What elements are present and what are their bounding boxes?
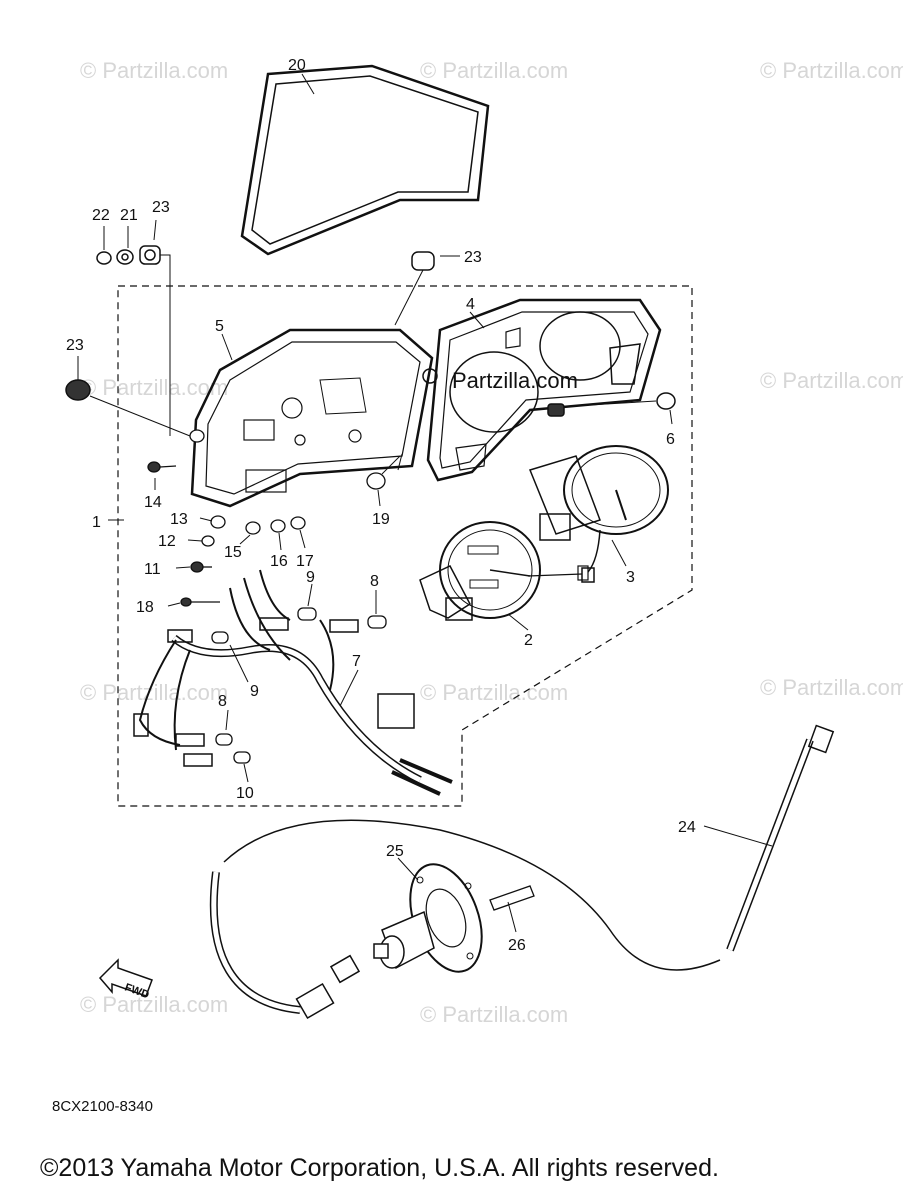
part-3-gauge: [528, 445, 669, 583]
callout-26: 26: [508, 937, 526, 954]
watermark: © Partzilla.com: [80, 58, 228, 83]
callout-9b: 9: [250, 683, 259, 700]
hardware-11-19: [147, 429, 386, 607]
callout-16: 16: [270, 553, 288, 570]
callout-18: 18: [136, 599, 154, 616]
part-25-gear-unit: [373, 863, 483, 973]
watermark-center: Partzilla.com: [452, 368, 578, 393]
callout-25: 25: [386, 843, 404, 860]
watermark: © Partzilla.com: [80, 375, 228, 400]
watermark: © Partzilla.com: [760, 675, 903, 700]
part-24-cable: [209, 724, 835, 1020]
callout-11: 11: [144, 561, 161, 578]
watermarks: © Partzilla.com © Partzilla.com © Partzi…: [80, 58, 903, 1027]
diagram-code: 8CX2100-8340: [52, 1098, 153, 1115]
callout-23b: 23: [464, 249, 482, 266]
callout-8a: 8: [370, 573, 379, 590]
callout-4: 4: [466, 296, 475, 313]
callout-7: 7: [352, 653, 361, 670]
part-7-harness: [133, 569, 453, 796]
small-parts-21-23: [96, 245, 161, 265]
callout-3: 3: [626, 569, 635, 586]
watermark: © Partzilla.com: [420, 58, 568, 83]
callout-15: 15: [224, 544, 242, 561]
callout-9a: 9: [306, 569, 315, 586]
callout-23a: 23: [152, 199, 170, 216]
watermark: © Partzilla.com: [80, 992, 228, 1017]
callout-23c: 23: [66, 337, 84, 354]
grommets-23: [65, 251, 435, 401]
callout-17: 17: [296, 553, 314, 570]
callout-22: 22: [92, 207, 110, 224]
callout-13: 13: [170, 511, 188, 528]
callout-20: 20: [288, 57, 306, 74]
part-2-meter: [419, 521, 589, 621]
bulbs-8-9-10: [211, 607, 387, 764]
watermark: © Partzilla.com: [760, 58, 903, 83]
leader-lines: [77, 73, 773, 933]
callout-21: 21: [120, 207, 138, 224]
copyright-notice: ©2013 Yamaha Motor Corporation, U.S.A. A…: [40, 1154, 719, 1182]
callout-1: 1: [92, 514, 101, 531]
callout-5: 5: [215, 318, 224, 335]
callout-19: 19: [372, 511, 390, 528]
part-20-lens-frame: [240, 64, 490, 256]
part-26-pin: [489, 885, 535, 911]
watermark: © Partzilla.com: [80, 680, 228, 705]
callout-24: 24: [678, 819, 696, 836]
callout-12: 12: [158, 533, 176, 550]
watermark: © Partzilla.com: [420, 1002, 568, 1027]
part-5-meter-case: [190, 328, 438, 508]
watermark: © Partzilla.com: [760, 368, 903, 393]
part-6-bulb: [547, 392, 676, 417]
callouts: 1 2 3 4 5 6 7 8 8 9 9 10 11 12 13 14 15 …: [66, 57, 696, 954]
watermark: © Partzilla.com: [420, 680, 568, 705]
callout-2: 2: [524, 632, 533, 649]
callout-8b: 8: [218, 693, 227, 710]
callout-14: 14: [144, 494, 162, 511]
callout-6: 6: [666, 431, 675, 448]
callout-10: 10: [236, 785, 254, 802]
